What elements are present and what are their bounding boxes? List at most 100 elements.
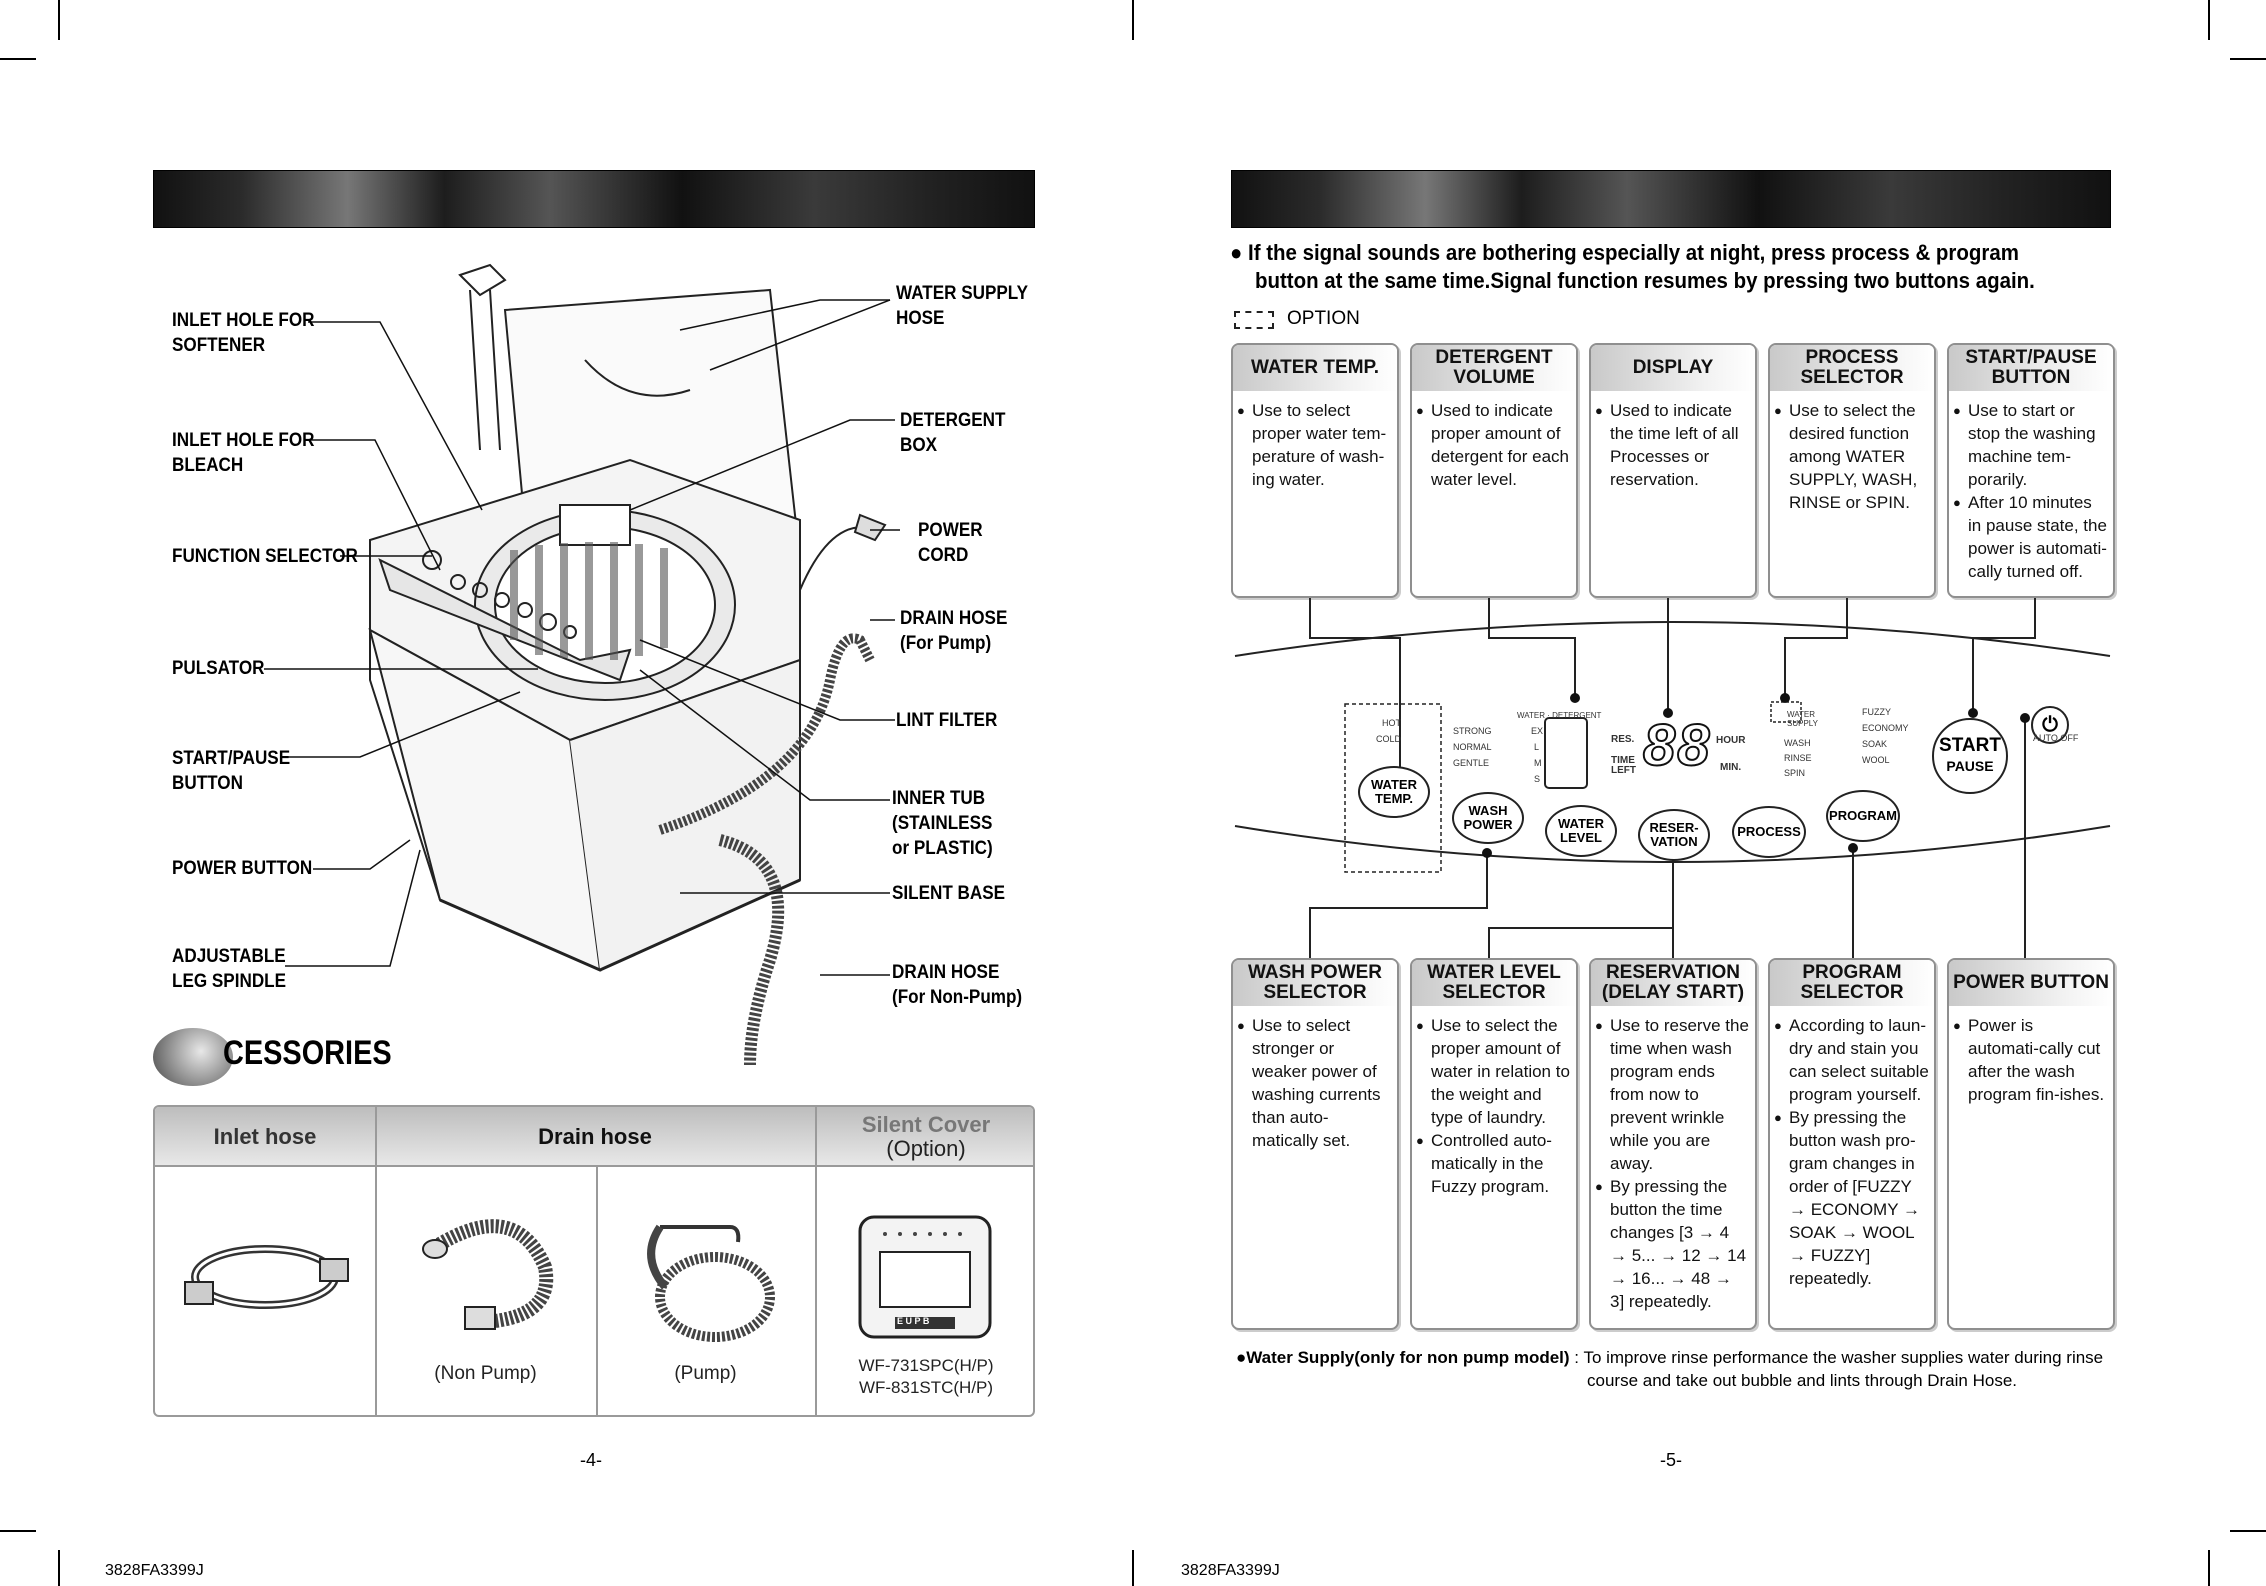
doc-code-right: 3828FA3399J (1181, 1562, 1280, 1579)
panel-auto-off: AUTO OFF (2033, 733, 2079, 743)
box-text: Use to select proper water tem-perature … (1237, 399, 1392, 491)
water-supply-note-title: ●Water Supply(only for non pump model) (1236, 1348, 1570, 1367)
accessories-title: CESSORIES (223, 1034, 392, 1072)
silent-cover-image (858, 1215, 992, 1339)
box-text: Used to indicate proper amount of deterg… (1416, 399, 1571, 491)
pause-label: PAUSE (1946, 758, 1994, 774)
panel-soak: SOAK (1862, 739, 1888, 749)
washer-illustration (368, 263, 887, 1066)
doc-code-left: 3828FA3399J (105, 1562, 204, 1579)
right-header-bar (1231, 170, 2111, 228)
panel-economy: ECONOMY (1862, 723, 1909, 733)
panel-res: RES. (1611, 734, 1635, 745)
panel-display: 88 (1642, 712, 1712, 779)
panel-min: MIN. (1720, 762, 1742, 773)
box-text: Power is automati-cally cut after the wa… (1953, 1014, 2108, 1106)
feature-box-water-level: WATER LEVEL SELECTOR Use to select the p… (1410, 958, 1578, 1330)
control-panel-drawing (1234, 598, 2111, 958)
box-title: DETERGENT VOLUME (1412, 345, 1576, 391)
panel-level-m: M (1534, 758, 1542, 768)
panel-spin: SPIN (1784, 768, 1806, 778)
crop-mark (0, 58, 36, 60)
feature-box-reservation: RESERVATION (DELAY START) Use to reserve… (1589, 958, 1757, 1330)
page-number-left: -4- (580, 1450, 602, 1470)
box-text: Use to start or stop the washing machine… (1953, 399, 2108, 491)
caption-non-pump: (Non Pump) (434, 1363, 537, 1384)
reservation-button[interactable]: RESER- VATION (1638, 809, 1710, 861)
start-pause-button[interactable]: START PAUSE (1932, 718, 2008, 794)
process-button[interactable]: PROCESS (1732, 806, 1806, 858)
accessories-table: Inlet hose Drain hose Silent Cover (Opti… (153, 1105, 1035, 1417)
option-legend-box (1234, 311, 1274, 329)
crop-mark (0, 1530, 36, 1532)
panel-time-left: TIME LEFT (1611, 755, 1636, 776)
panel-water-supply: WATER SUPPLY (1787, 710, 1818, 728)
silent-cover-title: Silent Cover (861, 1112, 991, 1137)
feature-box-process-selector: PROCESS SELECTOR Use to select the desir… (1768, 343, 1936, 598)
box-title: POWER BUTTON (1949, 960, 2113, 1006)
page-number-right: -5- (1660, 1450, 1682, 1470)
label-start-pause: START/PAUSE BUTTON (172, 748, 291, 794)
label-adjustable-leg: ADJUSTABLE LEG SPINDLE (172, 946, 287, 992)
crop-mark (1132, 0, 1134, 40)
panel-wash: WASH (1784, 738, 1811, 748)
left-leader-lines (264, 299, 900, 976)
accessories-decoration (153, 1028, 233, 1086)
water-supply-note-text: : To improve rinse performance the washe… (1569, 1348, 2104, 1367)
panel-normal: NORMAL (1453, 742, 1492, 752)
box-title: RESERVATION (DELAY START) (1591, 960, 1755, 1006)
box-text: Use to select the desired function among… (1774, 399, 1929, 514)
power-button[interactable]: ⏻ (2031, 706, 2069, 744)
label-inlet-softener: INLET HOLE FOR SOFTENER (172, 310, 315, 356)
crop-mark (2208, 0, 2210, 40)
panel-fuzzy: FUZZY (1862, 707, 1891, 717)
water-supply-note-line2: course and take out bubble and lints thr… (1587, 1371, 2017, 1390)
panel-cold: COLD (1376, 734, 1402, 744)
box-title: PROCESS SELECTOR (1770, 345, 1934, 391)
label-drain-hose-pump: DRAIN HOSE (For Pump) (900, 608, 1008, 654)
silent-cover-option: (Option) (886, 1136, 966, 1161)
start-label: START (1939, 735, 2001, 756)
panel-hot: HOT (1382, 718, 1401, 728)
table-divider (375, 1107, 377, 1415)
label-silent-base: SILENT BASE (892, 883, 1006, 904)
water-level-button[interactable]: WATER LEVEL (1545, 805, 1617, 857)
box-text: Use to select the proper amount of water… (1416, 1014, 1571, 1129)
water-temp-button[interactable]: WATER TEMP. (1358, 766, 1430, 818)
table-header-row (155, 1107, 1033, 1167)
panel-water-detergent: WATER · DETERGENT (1517, 711, 1602, 720)
box-title: WASH POWER SELECTOR (1233, 960, 1397, 1006)
left-header-bar (153, 170, 1035, 228)
wash-power-button[interactable]: WASH POWER (1452, 792, 1524, 844)
feature-box-detergent-volume: DETERGENT VOLUME Used to indicate proper… (1410, 343, 1578, 598)
panel-gentle: GENTLE (1453, 758, 1490, 768)
caption-models: WF-731SPC(H/P) WF-831STC(H/P) (858, 1356, 994, 1397)
feature-box-power-button: POWER BUTTON Power is automati-cally cut… (1947, 958, 2115, 1330)
box-text: Use to select stronger or weaker power o… (1237, 1014, 1392, 1152)
panel-level-s: S (1534, 774, 1541, 784)
pump-hose-image (647, 1224, 775, 1342)
box-title: WATER TEMP. (1233, 345, 1397, 391)
header-inlet-hose: Inlet hose (213, 1124, 317, 1149)
box-title: WATER LEVEL SELECTOR (1412, 960, 1576, 1006)
program-button[interactable]: PROGRAM (1826, 790, 1900, 842)
box-text: Used to indicate the time left of all Pr… (1595, 399, 1750, 491)
box-title: PROGRAM SELECTOR (1770, 960, 1934, 1006)
label-lint-filter: LINT FILTER (896, 710, 998, 731)
label-water-supply-hose: WATER SUPPLY HOSE (896, 283, 1029, 329)
feature-box-wash-power: WASH POWER SELECTOR Use to select strong… (1231, 958, 1399, 1330)
table-divider (596, 1167, 598, 1415)
crop-mark (58, 0, 60, 40)
box-text: After 10 minutes in pause state, the pow… (1953, 491, 2108, 583)
feature-box-start-pause: START/PAUSE BUTTON Use to start or stop … (1947, 343, 2115, 598)
crop-mark (58, 1550, 60, 1586)
label-power-button: POWER BUTTON (172, 858, 313, 879)
water-supply-note: ●Water Supply(only for non pump model) :… (1236, 1346, 2103, 1369)
crop-mark (2208, 1550, 2210, 1586)
label-detergent-box: DETERGENT BOX (900, 410, 1006, 456)
header-drain-hose: Drain hose (538, 1124, 652, 1149)
table-divider (815, 1107, 817, 1415)
feature-box-water-temp: WATER TEMP. Use to select proper water t… (1231, 343, 1399, 598)
box-text: By pressing the button the time changes … (1595, 1175, 1750, 1313)
box-title: DISPLAY (1591, 345, 1755, 391)
